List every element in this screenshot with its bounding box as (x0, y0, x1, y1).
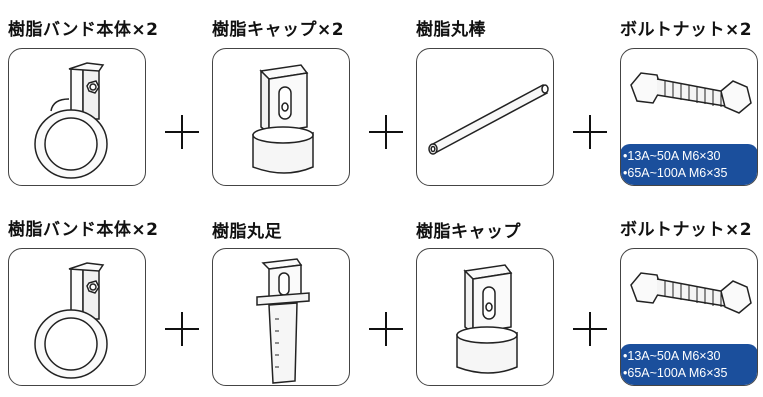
plus-icon (573, 115, 607, 149)
card-bolt-nut-r1: •13A~50A M6×30 •65A~100A M6×35 (620, 48, 758, 186)
label-resin-foot-r2: 樹脂丸足 (212, 222, 282, 242)
bolt-nut-illustration (630, 272, 752, 314)
plus-icon (573, 312, 607, 346)
card-bolt-nut-r2: •13A~50A M6×30 •65A~100A M6×35 (620, 248, 758, 386)
label-bolt-nut-r1: ボルトナット×2 (620, 20, 753, 40)
bolt-spec-badge: •13A~50A M6×30 •65A~100A M6×35 (621, 344, 757, 385)
label-band-body-r2: 樹脂バンド本体×2 (8, 220, 159, 240)
label-bolt-nut-r2: ボルトナット×2 (620, 220, 753, 240)
resin-cap-illustration (456, 264, 518, 374)
spec-line-large: •65A~100A M6×35 (623, 366, 728, 380)
label-band-body-r1: 樹脂バンド本体×2 (8, 20, 159, 40)
band-body-illustration (34, 262, 108, 379)
band-body-illustration (34, 62, 108, 179)
label-resin-cap-r1: 樹脂キャップ×2 (212, 20, 345, 40)
card-resin-cap-r2 (416, 248, 554, 386)
spec-line-large: •65A~100A M6×35 (623, 166, 728, 180)
bolt-nut-illustration (630, 72, 752, 114)
round-bar-illustration (428, 83, 549, 155)
label-resin-cap-r2: 樹脂キャップ (416, 222, 521, 242)
spec-line-small: •13A~50A M6×30 (623, 149, 721, 163)
card-band-body-r1 (8, 48, 146, 186)
card-band-body-r2 (8, 248, 146, 386)
resin-cap-illustration (252, 64, 314, 174)
card-resin-cap-r1 (212, 48, 350, 186)
card-round-bar-r1 (416, 48, 554, 186)
plus-icon (165, 115, 199, 149)
card-resin-foot-r2 (212, 248, 350, 386)
plus-icon (369, 312, 403, 346)
plus-icon (369, 115, 403, 149)
spec-line-small: •13A~50A M6×30 (623, 349, 721, 363)
resin-foot-illustration (256, 258, 310, 384)
label-round-bar-r1: 樹脂丸棒 (416, 20, 486, 40)
plus-icon (165, 312, 199, 346)
bolt-spec-badge: •13A~50A M6×30 •65A~100A M6×35 (621, 144, 757, 185)
